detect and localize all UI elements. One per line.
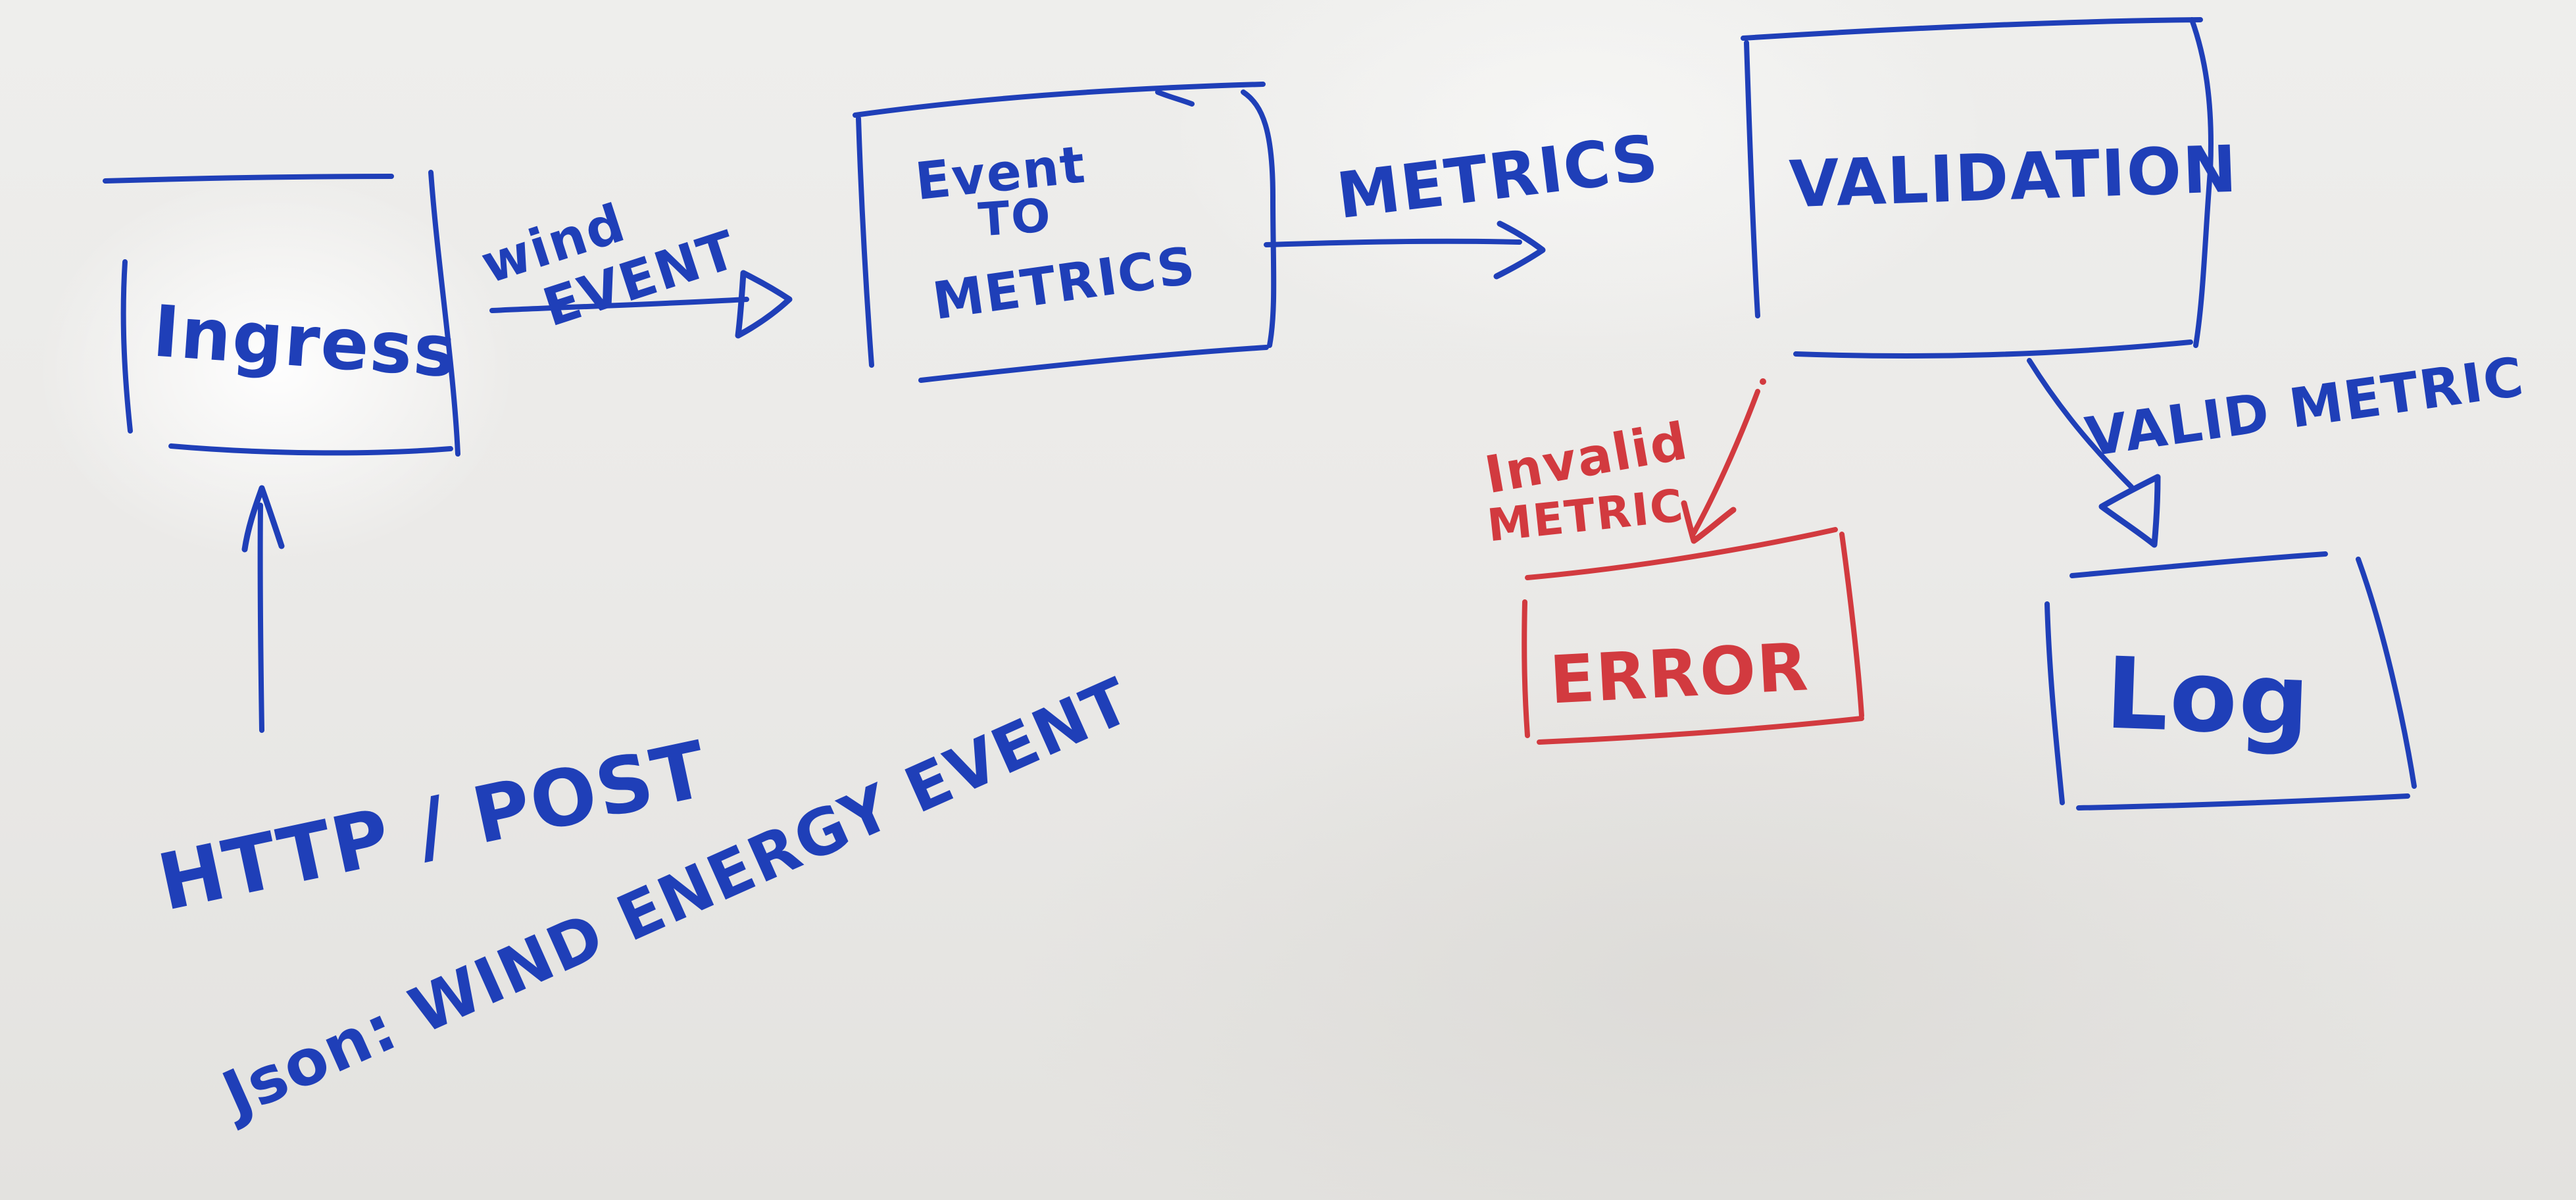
valid-metric-label: VALID METRIC	[2082, 346, 2529, 470]
event-to-metrics-label-3: METRICS	[929, 236, 1200, 332]
error-label: ERROR	[1548, 628, 1811, 718]
log-label: Log	[2104, 637, 2313, 759]
validation-label: VALIDATION	[1788, 132, 2239, 223]
invalid-metric-edge: Invalid METRIC	[1481, 378, 1766, 552]
event-to-metrics-label-2: TO	[977, 188, 1054, 247]
event-to-metrics-node: Event TO METRICS	[853, 82, 1277, 383]
ingress-box	[103, 170, 460, 457]
wind-event-edge: wind EVENT	[474, 192, 793, 339]
http-input-arrow	[241, 485, 285, 733]
validation-node: VALIDATION	[1741, 17, 2239, 359]
error-node: ERROR	[1522, 527, 1864, 745]
ingress-node: Ingress	[103, 170, 460, 457]
log-node: Log	[2044, 551, 2417, 811]
input-annotation: HTTP / POST Json: WIND ENERGY EVENT	[151, 664, 1141, 1133]
metrics-edge: METRICS	[1264, 120, 1663, 280]
ingress-label: Ingress	[150, 290, 460, 393]
valid-metric-edge: VALID METRIC	[2027, 346, 2529, 548]
metrics-label: METRICS	[1333, 120, 1663, 233]
